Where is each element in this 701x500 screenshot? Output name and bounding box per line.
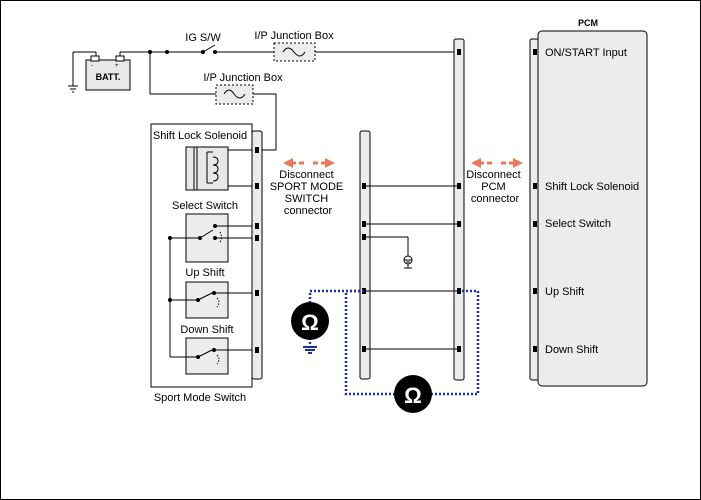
junction-box-1-label: I/P Junction Box bbox=[254, 30, 334, 42]
connector-pin bbox=[533, 221, 537, 227]
solenoid-coil-icon bbox=[212, 156, 219, 182]
ohmmeter-1-icon bbox=[291, 302, 329, 340]
connector-pin bbox=[533, 346, 537, 352]
connector-pin bbox=[362, 221, 366, 227]
harness-connector-body bbox=[359, 130, 371, 380]
connector-pin bbox=[255, 183, 259, 189]
battery-pos-terminal bbox=[115, 55, 125, 62]
arrow-left-icon bbox=[283, 158, 293, 168]
pcm-pin-select-switch: Select Switch bbox=[545, 218, 611, 230]
connector-pin bbox=[533, 49, 537, 55]
arrow-right-icon bbox=[513, 158, 523, 168]
connector-pin bbox=[362, 234, 366, 240]
sport-mode-switch-label: Sport Mode Switch bbox=[154, 392, 246, 404]
connector-pin bbox=[362, 346, 366, 352]
power-wiring: IG S/W I/P Junction Box I/P Junction Box bbox=[119, 30, 460, 151]
disconnect-sport-line: SWITCH bbox=[285, 193, 328, 205]
sport-mode-connector-body bbox=[251, 130, 263, 380]
ground-icon bbox=[403, 255, 413, 269]
up-shift-blade bbox=[197, 292, 213, 301]
pcm-body bbox=[537, 30, 648, 387]
connector-pin bbox=[255, 235, 259, 241]
battery-body bbox=[85, 59, 131, 91]
ohmmeter-probe-wires bbox=[308, 289, 480, 396]
connector-pin bbox=[457, 288, 461, 294]
battery-neg-terminal bbox=[90, 55, 100, 62]
connector-pin bbox=[255, 147, 259, 153]
disconnect-pcm-line: connector bbox=[471, 193, 520, 205]
ohmmeter-1: Ω bbox=[291, 302, 329, 340]
ohm-symbol: Ω bbox=[404, 383, 422, 408]
ohmmeter-2: Ω bbox=[394, 375, 432, 413]
pcm-side-connector-body bbox=[453, 38, 465, 381]
ohmmeter-2-icon bbox=[394, 375, 432, 413]
harness-wires bbox=[366, 185, 458, 350]
pcm-side-connector bbox=[453, 38, 465, 381]
pcm-pin-up-shift: Up Shift bbox=[545, 286, 584, 298]
disconnect-sport-text: Disconnect SPORT MODE SWITCH connector bbox=[270, 169, 347, 217]
ground-icon bbox=[68, 85, 78, 93]
connector-pin bbox=[457, 183, 461, 189]
shift-lock-solenoid-label: Shift Lock Solenoid bbox=[153, 130, 247, 142]
down-shift-body bbox=[185, 337, 229, 375]
pcm-title: PCM bbox=[578, 18, 598, 28]
connector-pin bbox=[255, 223, 259, 229]
up-shift-label: Up Shift bbox=[185, 267, 224, 279]
probe-ground-icon bbox=[303, 346, 317, 354]
disconnect-pcm-line: Disconnect bbox=[466, 169, 520, 181]
disconnect-pcm-line: PCM bbox=[481, 181, 505, 193]
disconnect-sport-line: connector bbox=[284, 205, 333, 217]
ig-switch-blade bbox=[202, 44, 216, 53]
select-switch-label: Select Switch bbox=[172, 200, 238, 212]
down-shift-blade bbox=[197, 349, 213, 358]
ohm-symbol: Ω bbox=[301, 310, 319, 335]
battery: - + BATT. bbox=[68, 51, 131, 93]
battery-plus: + bbox=[115, 63, 119, 69]
pcm-module: PCM ON/START Input Shift Lock Solenoid S… bbox=[529, 18, 648, 387]
arrow-right-icon bbox=[325, 158, 335, 168]
connector-pin bbox=[457, 221, 461, 227]
connector-pin bbox=[533, 288, 537, 294]
disconnect-sport-arrows bbox=[283, 158, 335, 168]
ig-switch-label: IG S/W bbox=[185, 32, 221, 44]
connector-pin bbox=[533, 183, 537, 189]
disconnect-pcm-arrows bbox=[471, 158, 523, 168]
disconnect-pcm-text: Disconnect PCM connector bbox=[466, 169, 523, 205]
pcm-pin-on-start: ON/START Input bbox=[545, 47, 627, 59]
pcm-pin-shift-lock: Shift Lock Solenoid bbox=[545, 181, 639, 193]
disconnect-sport-line: Disconnect bbox=[279, 169, 333, 181]
fuse-icon bbox=[223, 89, 246, 99]
connector-pin bbox=[457, 346, 461, 352]
pcm-pin-down-shift: Down Shift bbox=[545, 344, 598, 356]
disconnect-sport-line: SPORT MODE bbox=[270, 181, 344, 193]
harness-connector bbox=[359, 130, 371, 380]
select-switch-blade bbox=[199, 229, 214, 239]
sport-mode-switch: Sport Mode Switch Shift Lock Solenoid Se… bbox=[150, 123, 258, 404]
splice-dot bbox=[165, 50, 169, 54]
connector-pin bbox=[255, 347, 259, 353]
connector-pin bbox=[255, 290, 259, 296]
connector-pin bbox=[362, 183, 366, 189]
sport-mode-connector bbox=[251, 130, 263, 380]
battery-minus: - bbox=[91, 63, 93, 69]
fuse-icon bbox=[282, 47, 306, 57]
battery-label: BATT. bbox=[96, 72, 121, 82]
down-shift-label: Down Shift bbox=[180, 324, 233, 336]
connector-pin bbox=[457, 49, 461, 55]
arrow-left-icon bbox=[471, 158, 481, 168]
junction-box-2-label: I/P Junction Box bbox=[203, 72, 283, 84]
